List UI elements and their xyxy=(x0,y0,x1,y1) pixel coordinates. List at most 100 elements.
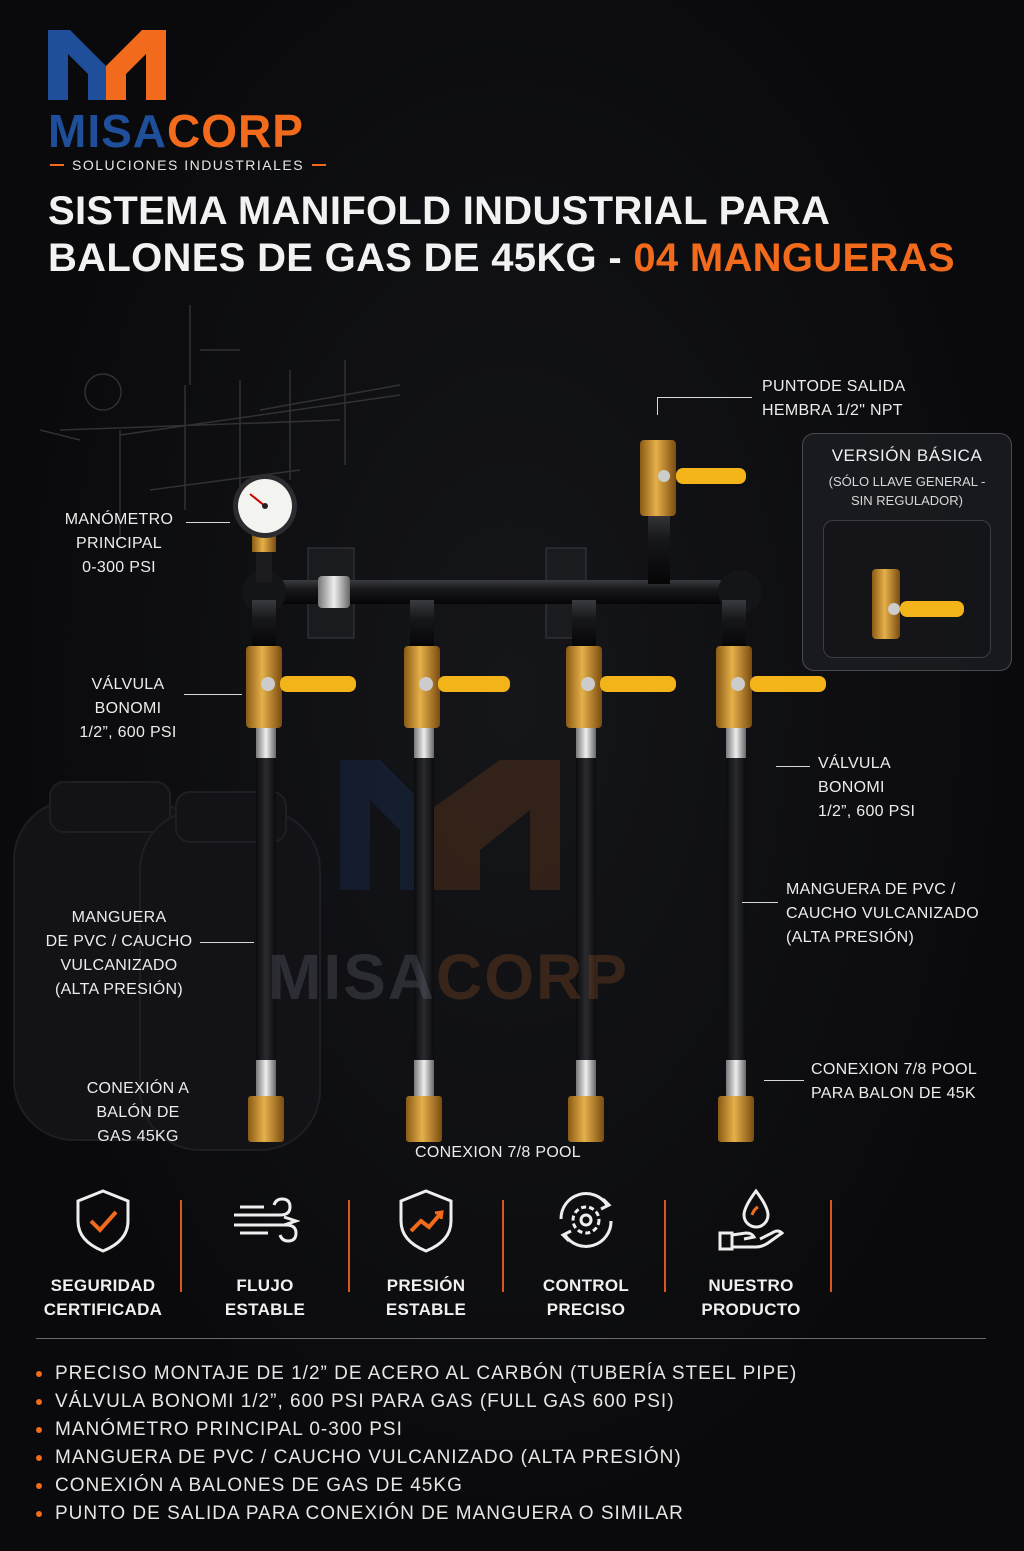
title-line2-prefix: BALONES DE GAS DE 45KG - xyxy=(48,236,634,280)
gear-cycle-icon xyxy=(559,1192,613,1248)
callout-hose-left: MANGUERA DE PVC / CAUCHO VULCANIZADO (AL… xyxy=(34,906,204,1002)
feature-label-line1: CONTROL xyxy=(542,1276,630,1295)
feature-control: CONTROL PRECISO xyxy=(511,1185,661,1322)
feature-label-line2: PRECISO xyxy=(546,1300,626,1319)
drop-1 xyxy=(246,600,356,1142)
drop-4 xyxy=(716,600,826,1142)
leader-line xyxy=(764,1080,804,1081)
callout-conn-left-line1: CONEXIÓN A xyxy=(86,1080,190,1097)
version-basica-title: VERSIÓN BÁSICA xyxy=(831,446,983,465)
list-item-text: CONEXIÓN A BALONES DE GAS DE 45KG xyxy=(55,1475,463,1496)
list-item: VÁLVULA BONOMI 1/2”, 600 PSI PARA GAS (F… xyxy=(36,1388,996,1416)
watermark-part1: MISA xyxy=(268,941,436,1013)
list-item: MANGUERA DE PVC / CAUCHO VULCANIZADO (AL… xyxy=(36,1444,996,1472)
callout-conn-left: CONEXIÓN A BALÓN DE GAS 45KG xyxy=(68,1077,208,1149)
feature-label-line1: PRESIÓN xyxy=(386,1276,466,1295)
brand-wordmark: MISACORP xyxy=(48,104,304,158)
wireframe-sketch xyxy=(39,305,401,540)
callout-outlet: PUNTODE SALIDA HEMBRA 1/2" NPT xyxy=(762,375,906,423)
feature-divider xyxy=(502,1200,504,1292)
brand-tagline-row: SOLUCIONES INDUSTRIALES xyxy=(50,157,327,173)
watermark-logo-icon xyxy=(340,760,560,890)
feature-flujo: FLUJO ESTABLE xyxy=(190,1185,340,1322)
watermark-wordmark: MISACORP xyxy=(268,940,629,1014)
callout-conn-right-line1: CONEXION 7/8 POOL xyxy=(811,1061,978,1078)
callout-valve-right: VÁLVULA BONOMI 1/2”, 600 PSI xyxy=(818,752,915,824)
version-basica-subtitle-line1: (SÓLO LLAVE GENERAL - xyxy=(828,474,986,489)
callout-outlet-line1: PUNTODE SALIDA xyxy=(762,378,906,395)
feature-label-line2: PRODUCTO xyxy=(701,1300,801,1319)
leader-line xyxy=(186,522,230,523)
shield-trend-icon xyxy=(399,1189,453,1253)
callout-hose-right-line3: (ALTA PRESIÓN) xyxy=(786,929,915,946)
callout-gauge-line1: MANÓMETRO xyxy=(64,511,174,528)
list-item-text: MANÓMETRO PRINCIPAL 0-300 PSI xyxy=(55,1419,403,1440)
title-highlight: 04 MANGUERAS xyxy=(633,236,955,280)
callout-valve-right-line1: VÁLVULA xyxy=(818,755,891,772)
outlet-valve-body xyxy=(640,440,676,516)
callout-conn-bottom: CONEXION 7/8 POOL xyxy=(414,1144,582,1161)
callout-hose-right: MANGUERA DE PVC / CAUCHO VULCANIZADO (AL… xyxy=(786,878,979,950)
list-item-text: PUNTO DE SALIDA PARA CONEXIÓN DE MANGUER… xyxy=(55,1503,684,1524)
callout-conn-left-line2: BALÓN DE xyxy=(96,1104,180,1121)
watermark-part2: CORP xyxy=(436,941,629,1013)
leader-line xyxy=(657,397,658,415)
list-item: CONEXIÓN A BALONES DE GAS DE 45KG xyxy=(36,1472,996,1500)
feature-label-line2: ESTABLE xyxy=(385,1300,467,1319)
callout-valve-left-line2: BONOMI xyxy=(94,700,162,717)
version-basica-subtitle: (SÓLO LLAVE GENERAL - SIN REGULADOR) xyxy=(803,472,1011,510)
feature-seguridad: SEGURIDAD CERTIFICADA xyxy=(28,1185,178,1322)
drop-3 xyxy=(566,600,676,1142)
version-basica-card: VERSIÓN BÁSICA (SÓLO LLAVE GENERAL - SIN… xyxy=(802,433,1012,671)
feature-divider xyxy=(180,1200,182,1292)
feature-divider xyxy=(348,1200,350,1292)
header-pipe xyxy=(252,580,752,604)
outlet-valve-handle xyxy=(676,468,746,484)
callout-conn-left-line3: GAS 45KG xyxy=(97,1128,179,1145)
title-line1: SISTEMA MANIFOLD INDUSTRIAL PARA xyxy=(48,189,831,233)
callout-valve-right-line2: BONOMI xyxy=(818,779,885,796)
callout-valve-left: VÁLVULA BONOMI 1/2”, 600 PSI xyxy=(58,673,198,745)
callout-conn-right-line2: PARA BALON DE 45K xyxy=(811,1085,976,1102)
version-basica-image xyxy=(823,520,991,658)
hand-drop-icon xyxy=(718,1188,785,1251)
feature-divider xyxy=(664,1200,666,1292)
callout-conn-right: CONEXION 7/8 POOL PARA BALON DE 45K xyxy=(811,1058,977,1106)
pipe-clamp xyxy=(318,576,350,608)
ball-valve-icon xyxy=(872,569,964,639)
outlet-riser xyxy=(648,510,670,584)
feature-label-line2: CERTIFICADA xyxy=(43,1300,163,1319)
wind-flow-icon xyxy=(234,1197,301,1243)
misacorp-logo-mark-icon xyxy=(48,30,166,100)
callout-hose-left-line2: DE PVC / CAUCHO xyxy=(45,933,193,950)
list-item-text: MANGUERA DE PVC / CAUCHO VULCANIZADO (AL… xyxy=(55,1447,682,1468)
callout-valve-left-line3: 1/2”, 600 PSI xyxy=(79,724,177,741)
brand-tagline: SOLUCIONES INDUSTRIALES xyxy=(72,157,305,173)
list-item-text: VÁLVULA BONOMI 1/2”, 600 PSI PARA GAS (F… xyxy=(55,1391,675,1412)
callout-gauge-line3: 0-300 PSI xyxy=(82,559,156,576)
list-item: MANÓMETRO PRINCIPAL 0-300 PSI xyxy=(36,1416,996,1444)
callout-gauge-line2: PRINCIPAL xyxy=(76,535,162,552)
section-divider xyxy=(36,1338,986,1339)
leader-line xyxy=(200,942,254,943)
callout-valve-right-line3: 1/2”, 600 PSI xyxy=(818,803,916,820)
feature-label-line1: FLUJO xyxy=(236,1276,294,1295)
list-item: PRECISO MONTAJE DE 1/2” DE ACERO AL CARB… xyxy=(36,1360,996,1388)
version-basica-subtitle-line2: SIN REGULADOR) xyxy=(851,493,963,508)
leader-line xyxy=(657,397,752,398)
page-title: SISTEMA MANIFOLD INDUSTRIAL PARA BALONES… xyxy=(48,188,988,282)
brand-name-part1: MISA xyxy=(48,105,167,157)
manifold-illustration xyxy=(13,305,826,1151)
callout-hose-left-line3: VULCANIZADO xyxy=(60,957,178,974)
callout-gauge: MANÓMETRO PRINCIPAL 0-300 PSI xyxy=(50,508,188,580)
callout-hose-right-line2: CAUCHO VULCANIZADO xyxy=(786,905,979,922)
feature-label-line1: SEGURIDAD xyxy=(50,1276,156,1295)
shield-check-icon xyxy=(76,1189,130,1253)
callout-hose-right-line1: MANGUERA DE PVC / xyxy=(786,881,956,898)
callout-valve-left-line1: VÁLVULA xyxy=(91,676,165,693)
leader-line xyxy=(742,902,778,903)
spec-list: PRECISO MONTAJE DE 1/2” DE ACERO AL CARB… xyxy=(36,1360,996,1528)
feature-label-line2: ESTABLE xyxy=(224,1300,306,1319)
